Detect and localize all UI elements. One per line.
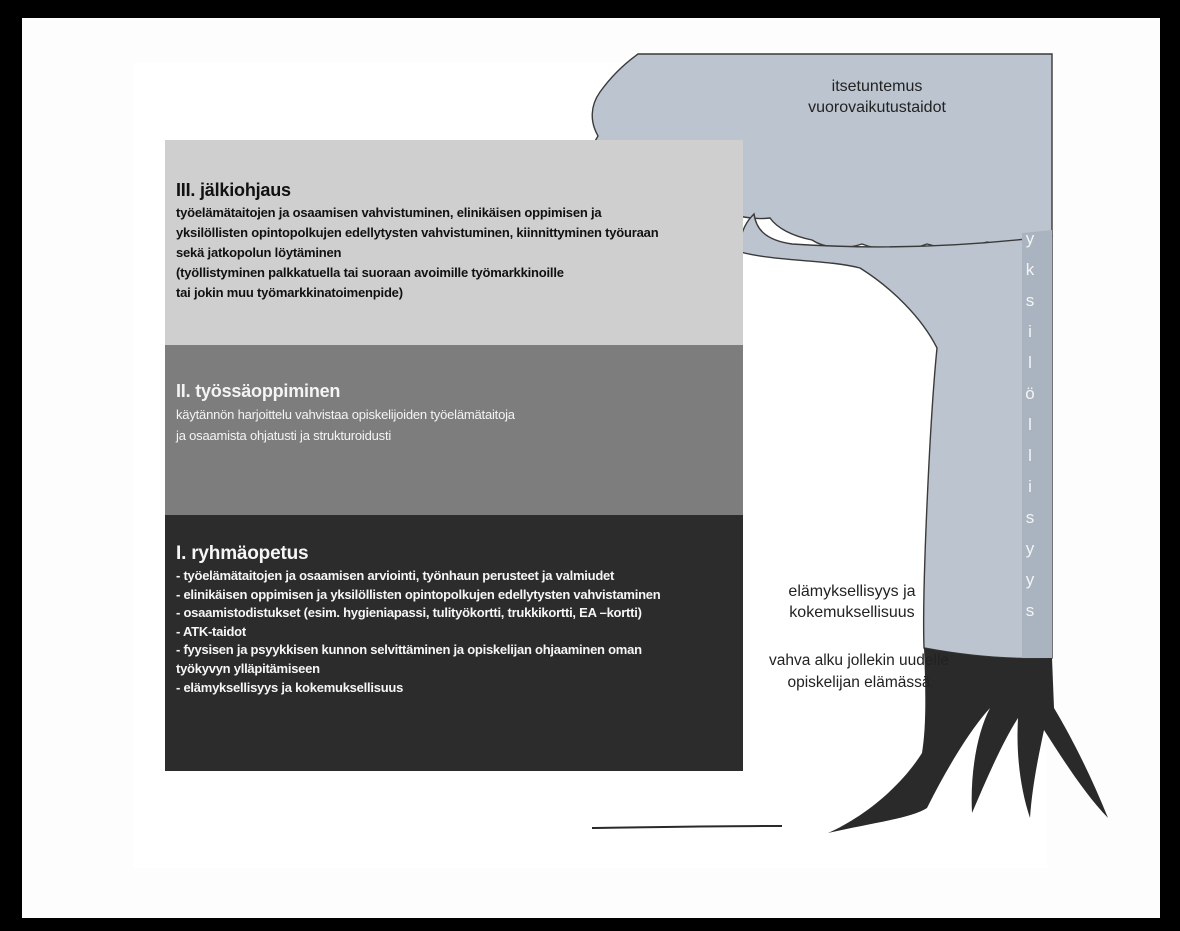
phase-1-bullet: - elinikäisen oppimisen ja yksilöllisten…: [176, 586, 661, 602]
phase-1-bullet: - fyysisen ja psyykkisen kunnon selvittä…: [176, 642, 642, 658]
phase-1-bullet: - ATK-taidot: [176, 623, 246, 639]
vertical-letter: i: [1028, 477, 1032, 496]
experience-label-line: elämyksellisyys ja: [788, 583, 916, 600]
vertical-letter: l: [1028, 446, 1032, 465]
phase-2-text-line: käytännön harjoittelu vahvistaa opiskeli…: [176, 407, 515, 422]
phase-3-text-line: tai jokin muu työmarkkinatoimenpide): [176, 285, 403, 300]
experience-label-line: kokemuksellisuus: [789, 604, 915, 621]
vertical-letter: i: [1028, 322, 1032, 341]
vertical-letter: k: [1025, 260, 1035, 279]
start-label: vahva alku jollekin uudelle opiskelijan …: [754, 650, 964, 694]
phase-1-title: I. ryhmäopetus: [176, 543, 309, 564]
vertical-letter: l: [1028, 353, 1032, 372]
crown-label: itsetuntemus vuorovaikutustaidot: [797, 76, 957, 118]
phase-1-block: I. ryhmäopetus - työelämätaitojen ja osa…: [165, 515, 743, 771]
phase-1-bullet: - elämyksellisyys ja kokemuksellisuus: [176, 679, 404, 695]
vertical-letter: y: [1025, 570, 1035, 589]
vertical-letter: l: [1028, 415, 1032, 434]
phase-1-bullet: työkyvyn ylläpitämiseen: [176, 660, 320, 676]
phase-1-bullet: - työelämätaitojen ja osaamisen arvioint…: [176, 568, 615, 583]
tree-roots: [828, 648, 1108, 833]
vertical-letter: s: [1025, 291, 1035, 310]
phase-2-text-line: ja osaamista ohjatusti ja strukturoidust…: [176, 428, 392, 443]
vertical-letter: y: [1025, 539, 1035, 558]
vertical-word-individuality: y k s i l ö l l i s y y s: [1019, 223, 1041, 626]
crown-label-line: vuorovaikutustaidot: [808, 99, 946, 116]
vertical-letter: s: [1025, 508, 1035, 527]
vertical-letter: ö: [1025, 384, 1035, 403]
experience-label: elämyksellisyys ja kokemuksellisuus: [762, 581, 942, 623]
vertical-letter: s: [1025, 601, 1035, 620]
phase-3-text-line: (työllistyminen palkkatuella tai suoraan…: [176, 265, 564, 280]
start-label-line: vahva alku jollekin uudelle: [768, 652, 950, 669]
phase-3-block: III. jälkiohjaus työelämätaitojen ja osa…: [165, 140, 743, 345]
trunk-shadow: [1022, 230, 1052, 658]
phase-2-title: II. työssäoppiminen: [176, 381, 341, 401]
slide: III. jälkiohjaus työelämätaitojen ja osa…: [22, 18, 1160, 918]
phase-3-title: III. jälkiohjaus: [176, 180, 291, 200]
ground-line: [591, 825, 783, 829]
phase-2-block: II. työssäoppiminen käytännön harjoittel…: [165, 345, 743, 515]
phase-3-text-line: työelämätaitojen ja osaamisen vahvistumi…: [176, 205, 602, 220]
start-label-line: opiskelijan elämässä: [787, 674, 931, 691]
phase-3-text-line: yksilöllisten opintopolkujen edellytyste…: [176, 225, 659, 240]
phase-3-text-line: sekä jatkopolun löytäminen: [176, 245, 342, 260]
phase-1-bullet: - osaamistodistukset (esim. hygieniapass…: [176, 605, 642, 621]
crown-label-line: itsetuntemus: [831, 78, 923, 95]
vertical-letter: y: [1025, 229, 1035, 248]
